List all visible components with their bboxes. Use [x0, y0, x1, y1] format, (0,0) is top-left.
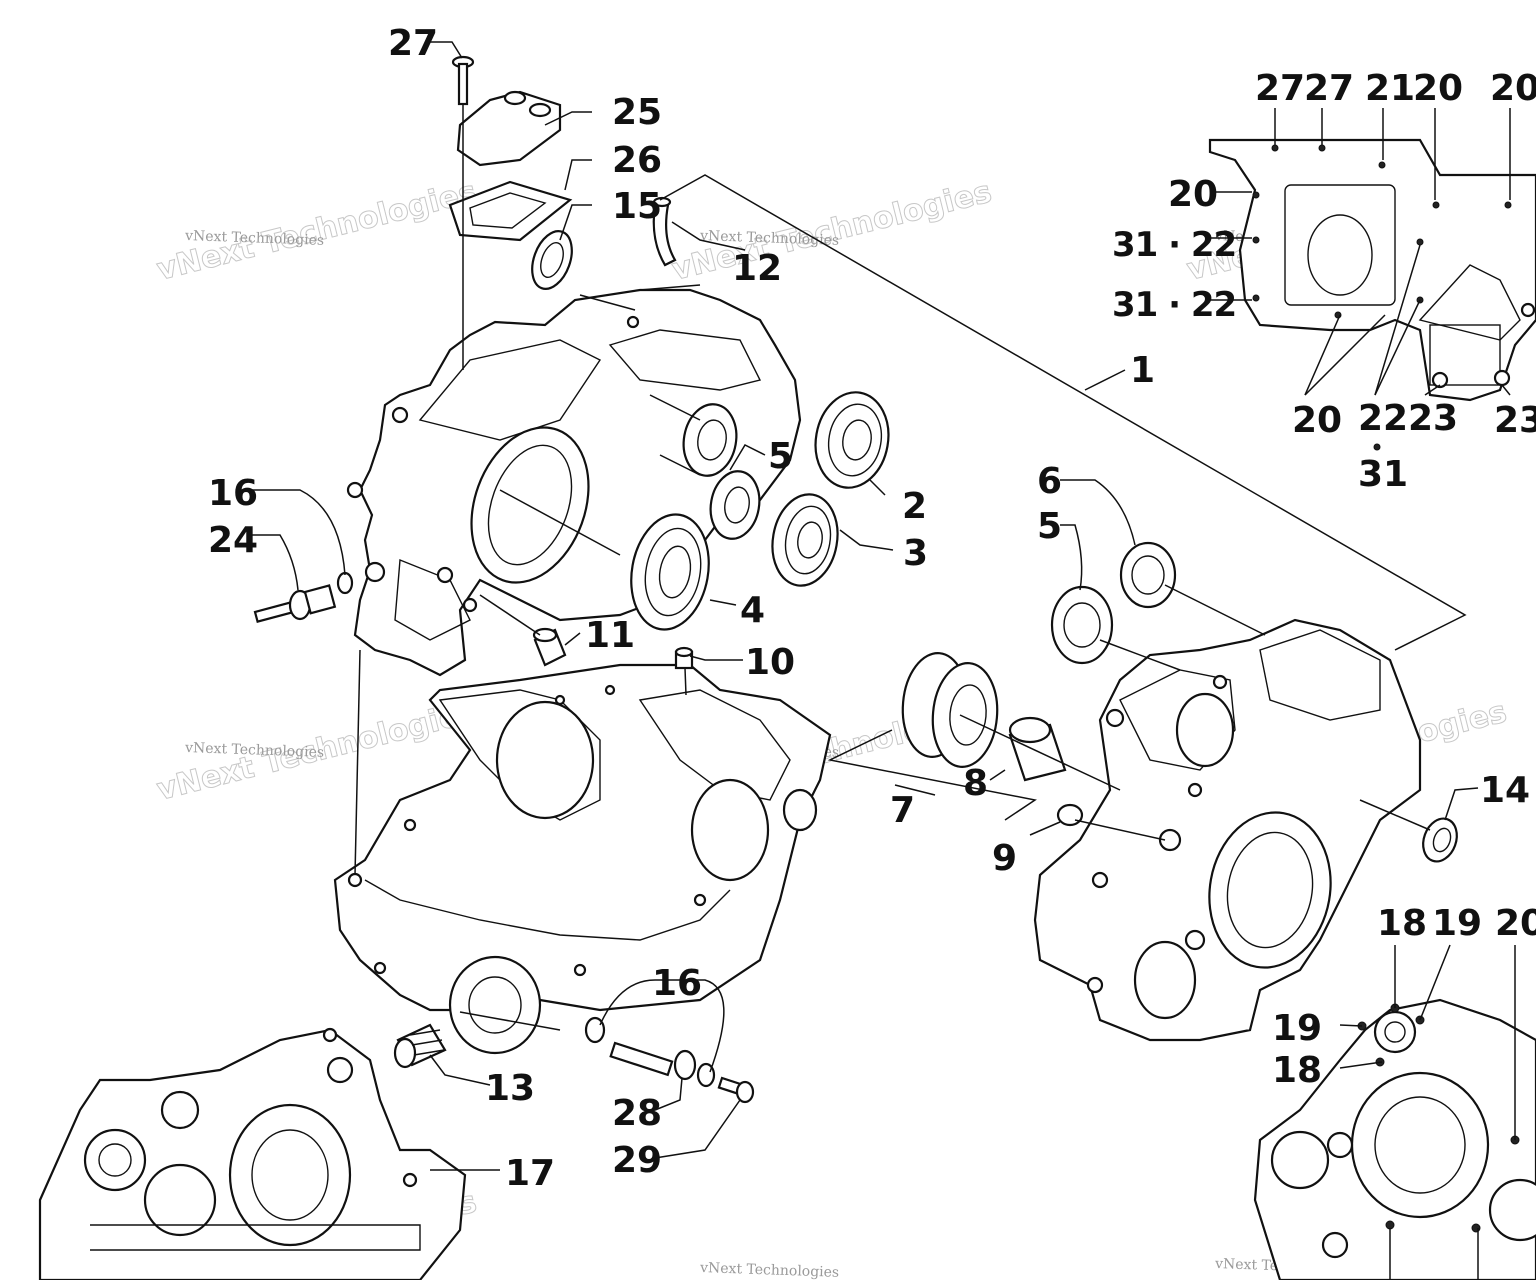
callout-1: 1 [1130, 350, 1155, 391]
callout-3: 3 [903, 533, 928, 574]
bearing-5-upper [709, 470, 761, 540]
callout-8: 8 [963, 763, 988, 804]
callout-27: 27 [1255, 68, 1305, 109]
leader-lines [250, 41, 1516, 1280]
bearing-inner [682, 403, 738, 477]
inset-bottom-left [38, 1027, 467, 1280]
callout-20: 20 [1168, 174, 1218, 215]
oring-16b [584, 1016, 606, 1044]
callout-9: 9 [992, 838, 1017, 879]
callout-27: 27 [388, 23, 438, 64]
callout-27: 27 [1304, 68, 1354, 109]
callout-23: 23 [1408, 398, 1458, 439]
lower-crankcase [333, 663, 832, 1055]
callout-19: 19 [1272, 1008, 1322, 1049]
callout-12: 12 [732, 248, 782, 289]
callout-20: 20 [1413, 68, 1463, 109]
callout-17: 17 [505, 1153, 555, 1194]
dowel-11 [532, 627, 567, 667]
callout-labels: 27 25 26 15 12 1 16 24 5 2 3 4 11 10 6 5… [208, 23, 1536, 1194]
inset-bottom-right [1253, 998, 1536, 1280]
callout-20: 20 [1490, 68, 1536, 109]
callout-20: 20 [1292, 400, 1342, 441]
callout-18: 18 [1272, 1050, 1322, 1091]
callout-10: 10 [745, 642, 795, 683]
seal-7 [901, 652, 999, 768]
watermark-small: vNext Technologies [699, 1260, 840, 1280]
callout-24: 24 [208, 520, 258, 561]
fitting-13 [393, 1023, 447, 1069]
callout-7: 7 [890, 790, 915, 831]
callout-31-22: 31 · 22 [1112, 285, 1236, 325]
oring-16 [336, 571, 354, 595]
callout-19: 19 [1432, 903, 1482, 944]
callout-15: 15 [612, 186, 662, 227]
seal-14 [1422, 817, 1458, 863]
callout-4: 4 [740, 590, 765, 631]
callout-20: 20 [1495, 903, 1536, 944]
bearing-5-right [1050, 585, 1114, 665]
bearing-6 [1119, 541, 1177, 609]
callout-14: 14 [1480, 770, 1530, 811]
plug-24 [253, 584, 337, 624]
oring-16c [696, 1062, 716, 1088]
callout-6: 6 [1037, 461, 1062, 502]
seal-15 [531, 230, 573, 290]
callout-31-22: 31 · 22 [1112, 225, 1236, 265]
watermark-small: vNext Technologies [184, 740, 325, 761]
bushing-8 [1008, 716, 1067, 782]
callout-5: 5 [768, 436, 793, 477]
callout-18: 18 [1377, 903, 1427, 944]
bearing-3 [771, 493, 839, 587]
callout-28: 28 [612, 1093, 662, 1134]
callout-21: 21 [1365, 68, 1415, 109]
callout-13: 13 [485, 1068, 535, 1109]
inset-top-right [1208, 138, 1536, 402]
callout-23: 23 [1494, 400, 1536, 441]
left-crankcase-half [346, 288, 802, 677]
callout-31: 31 [1358, 454, 1408, 495]
bolt-27 [451, 55, 475, 106]
callout-5: 5 [1037, 506, 1062, 547]
callout-16: 16 [208, 473, 258, 514]
loose-parts [253, 55, 1458, 1104]
callout-2: 2 [902, 486, 927, 527]
plug-28 [609, 1041, 697, 1081]
callout-26: 26 [612, 140, 662, 181]
dowel-10 [674, 646, 694, 670]
bearing-2 [814, 391, 890, 489]
callout-16: 16 [652, 963, 702, 1004]
callout-22: 22 [1358, 398, 1408, 439]
callout-11: 11 [585, 615, 635, 656]
nut-9 [1056, 803, 1084, 827]
watermark-small: vNext Technologies [184, 228, 325, 249]
right-crankcase-half [1033, 618, 1422, 1042]
bolt-29 [717, 1076, 755, 1104]
callout-25: 25 [612, 92, 662, 133]
hose-12 [652, 203, 677, 267]
callout-29: 29 [612, 1140, 662, 1181]
bearing-4 [630, 513, 710, 631]
